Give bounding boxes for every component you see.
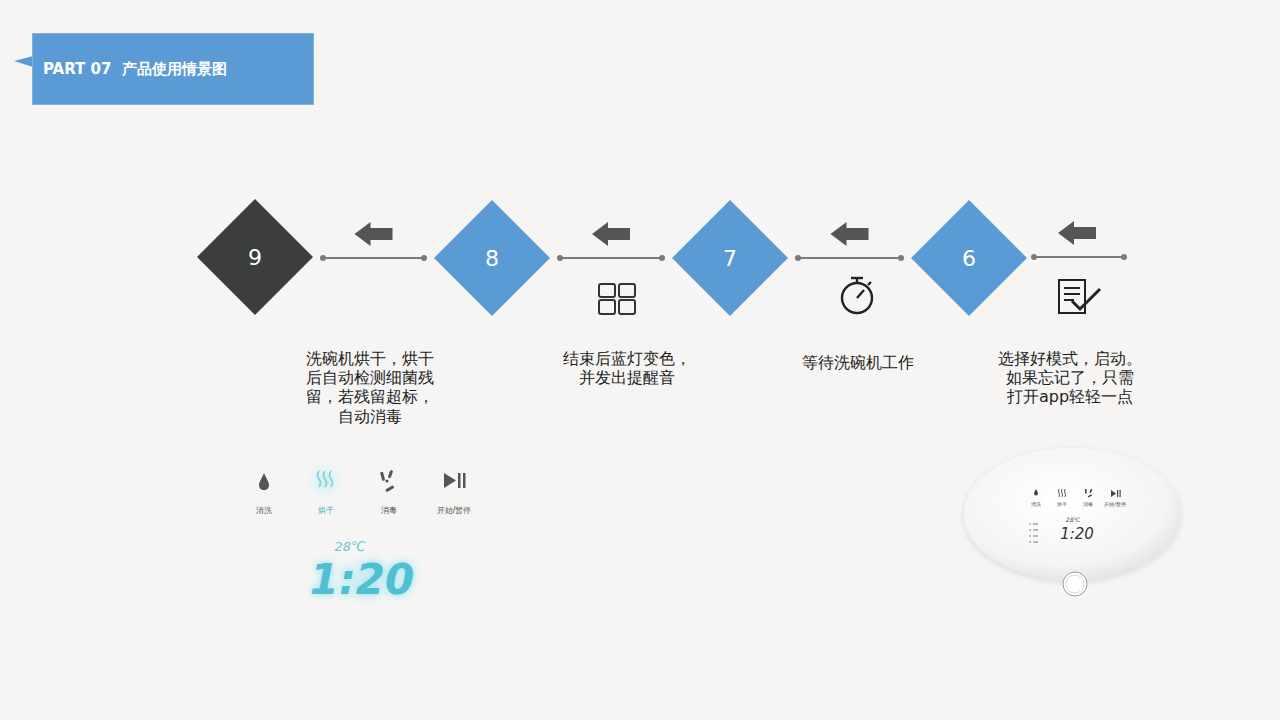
connector-line: [560, 257, 662, 259]
control-panel: [259, 459, 466, 608]
step-diamond: 7: [672, 200, 788, 316]
time-readout: 1:20: [1060, 525, 1094, 543]
connector-dot: [898, 255, 904, 261]
grid-icon: [599, 284, 635, 314]
button-label: 清洗: [1031, 501, 1041, 507]
step-diamond: 6: [911, 200, 1027, 316]
step-diamond: 8: [434, 200, 550, 316]
banner-tail: [14, 56, 33, 67]
diamond-outline: [911, 200, 1027, 316]
connector-line: [323, 257, 424, 259]
step-number: 6: [962, 246, 976, 271]
step-number: 9: [248, 245, 262, 270]
incoming-connector: [1031, 221, 1127, 260]
dishwasher-panel: [964, 448, 1180, 596]
flow-connector: [320, 222, 427, 261]
diamond-outline: [197, 199, 313, 315]
checklist-icon: [1059, 280, 1100, 313]
step-description: 洗碗机烘干，烘干 后自动检测细菌残 留，若残留超标， 自动消毒: [303, 349, 437, 426]
connector-dot: [320, 255, 326, 261]
stopwatch-icon: [842, 278, 872, 313]
step-diamond: 9: [197, 199, 313, 315]
step-description: 等待洗碗机工作: [802, 353, 914, 372]
connector-dot: [795, 255, 801, 261]
direction-arrow: [831, 222, 869, 246]
connector-dot: [557, 255, 563, 261]
button-label: 烘干: [1057, 501, 1067, 507]
button-label: 开始/暂停: [1104, 501, 1126, 507]
flow-connector: [557, 222, 665, 261]
step-number: 7: [723, 246, 737, 271]
connector-dot: [659, 255, 665, 261]
button-label: 烘干: [318, 506, 334, 516]
connector-line: [798, 257, 901, 259]
temperature-readout: 28℃: [1066, 516, 1080, 523]
step-description: 结束后蓝灯变色， 并发出提醒音: [561, 349, 693, 387]
direction-arrow: [355, 222, 393, 246]
button-label: 消毒: [1083, 501, 1093, 507]
time-readout: 1:20: [310, 555, 414, 605]
diamond-outline: [434, 200, 550, 316]
flow-connector: [795, 222, 904, 261]
diamond-outline: [672, 200, 788, 316]
button-label: 开始/暂停: [437, 506, 472, 516]
direction-arrow: [592, 222, 630, 246]
title-banner: PART 07 产品使用情景图: [32, 33, 314, 105]
button-label: 消毒: [381, 506, 397, 516]
temperature-readout: 28℃: [334, 539, 365, 555]
step-description: 选择好模式，启动。 如果忘记了，只需 打开app轻轻一点: [997, 349, 1144, 407]
title-text: PART 07 产品使用情景图: [43, 60, 227, 79]
button-label: 清洗: [256, 506, 272, 516]
step-number: 8: [485, 246, 499, 271]
connector-dot: [421, 255, 427, 261]
